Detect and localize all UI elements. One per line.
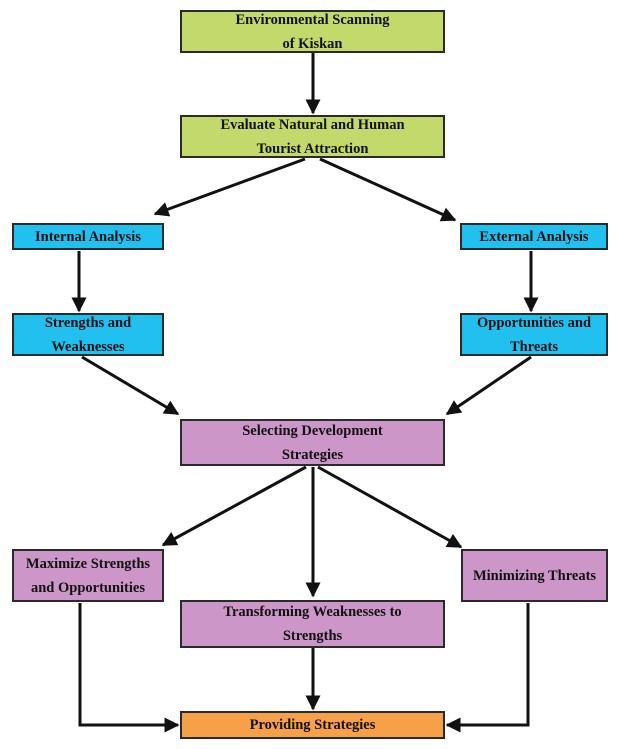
- env-scanning-box: Environmental Scanning of Kiskan: [180, 10, 445, 53]
- internal-analysis-box: Internal Analysis: [12, 223, 164, 250]
- minimizing-threats-box: Minimizing Threats: [461, 549, 608, 602]
- maximize-strengths-box: Maximize Strengths and Opportunities: [12, 549, 164, 602]
- arrow-evaluate-to-internal: [153, 157, 306, 217]
- evaluate-attraction-box: Evaluate Natural and Human Tourist Attra…: [180, 115, 445, 158]
- arrow-evaluate-to-external: [319, 157, 457, 222]
- strengths-weaknesses-box: Strengths and Weaknesses: [12, 313, 164, 356]
- arrow-strengths-to-selecting: [81, 355, 180, 416]
- providing-strategies-box: Providing Strategies: [180, 711, 445, 739]
- selecting-strategies-box: Selecting Development Strategies: [180, 419, 445, 466]
- arrow-opportunities-to-selecting: [445, 355, 532, 416]
- external-analysis-box: External Analysis: [460, 223, 608, 250]
- arrow-maximize-to-providing: [78, 603, 180, 733]
- transforming-weaknesses-box: Transforming Weaknesses to Strengths: [180, 600, 445, 648]
- opportunities-threats-box: Opportunities and Threats: [460, 313, 608, 356]
- arrow-selecting-to-minimizing: [317, 465, 463, 549]
- arrow-minimizing-to-providing: [445, 603, 530, 733]
- arrow-selecting-to-maximize: [161, 465, 307, 547]
